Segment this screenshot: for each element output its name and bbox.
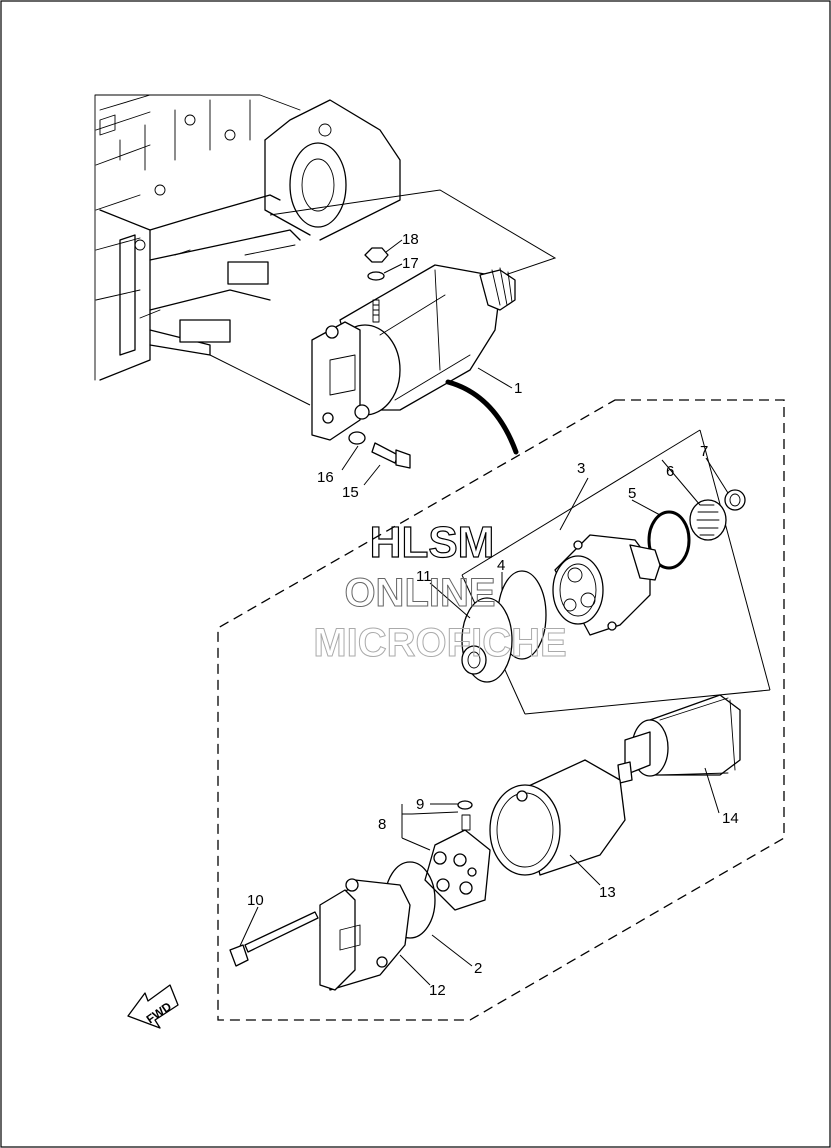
callout-2: 2 — [474, 960, 482, 977]
callout-7: 7 — [700, 443, 708, 460]
watermark: HLSM ONLINE MICROFICHE — [313, 517, 567, 665]
engine-block — [94, 94, 401, 381]
callout-18: 18 — [402, 231, 419, 248]
starter-assembly — [311, 264, 519, 455]
part-pinion-gear — [689, 499, 727, 541]
watermark-line-1: HLSM — [370, 518, 495, 567]
starter-cable — [445, 379, 519, 455]
callout-17: 17 — [402, 255, 419, 272]
exploded-view-boundary — [217, 399, 785, 1021]
callout-11: 11 — [416, 568, 432, 585]
callout-14: 14 — [722, 810, 739, 827]
callout-leaders — [239, 239, 729, 986]
part-yoke — [489, 759, 626, 876]
callout-8: 8 — [378, 816, 386, 833]
part-gear-housing — [552, 534, 661, 636]
part-armature — [617, 694, 741, 784]
callout-10: 10 — [247, 892, 264, 909]
callout-15: 15 — [342, 484, 359, 501]
part-circlip — [724, 489, 746, 511]
part-o-ring — [647, 510, 691, 570]
bolt-and-washer — [348, 431, 411, 469]
forward-direction-arrow: FWD — [127, 984, 179, 1029]
callout-12: 12 — [429, 982, 446, 999]
watermark-line-3: MICROFICHE — [313, 621, 566, 665]
watermark-line-2: ONLINE — [344, 571, 495, 615]
callout-6: 6 — [666, 463, 674, 480]
callout-13: 13 — [599, 884, 616, 901]
part-front-cover — [319, 878, 411, 991]
part-brush-holder — [424, 800, 491, 911]
callout-4: 4 — [497, 557, 505, 574]
callout-5: 5 — [628, 485, 636, 502]
nut-and-washer — [364, 247, 389, 323]
callout-9: 9 — [416, 796, 424, 813]
mount-guide-lines — [209, 189, 557, 406]
callout-3: 3 — [577, 460, 585, 477]
group3-bracket — [461, 429, 771, 715]
callout-16: 16 — [317, 469, 334, 486]
part-seal-plate — [461, 597, 513, 683]
part-through-bolt — [229, 911, 319, 967]
callout-1: 1 — [514, 380, 522, 397]
